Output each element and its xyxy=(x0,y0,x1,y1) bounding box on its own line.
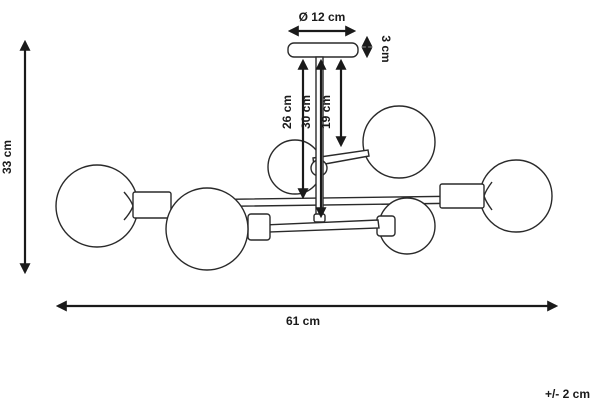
label-rod-30: 30 cm xyxy=(299,95,313,129)
socket-left xyxy=(132,191,172,219)
label-tolerance: +/- 2 cm xyxy=(545,387,590,401)
label-canopy-height: 3 cm xyxy=(379,35,393,62)
socket-right xyxy=(439,183,485,209)
rod-end-cap xyxy=(313,213,326,223)
canopy xyxy=(287,42,359,58)
globe-back-right xyxy=(362,105,436,179)
socket-front-right xyxy=(376,215,396,237)
label-total-height: 33 cm xyxy=(0,140,14,174)
label-rod-26: 26 cm xyxy=(280,95,294,129)
globe-front-left xyxy=(165,187,249,271)
label-canopy-diameter: Ø 12 cm xyxy=(299,10,346,24)
socket-front-left xyxy=(247,213,271,241)
label-rod-19: 19 cm xyxy=(319,95,333,129)
label-total-width: 61 cm xyxy=(286,314,320,328)
